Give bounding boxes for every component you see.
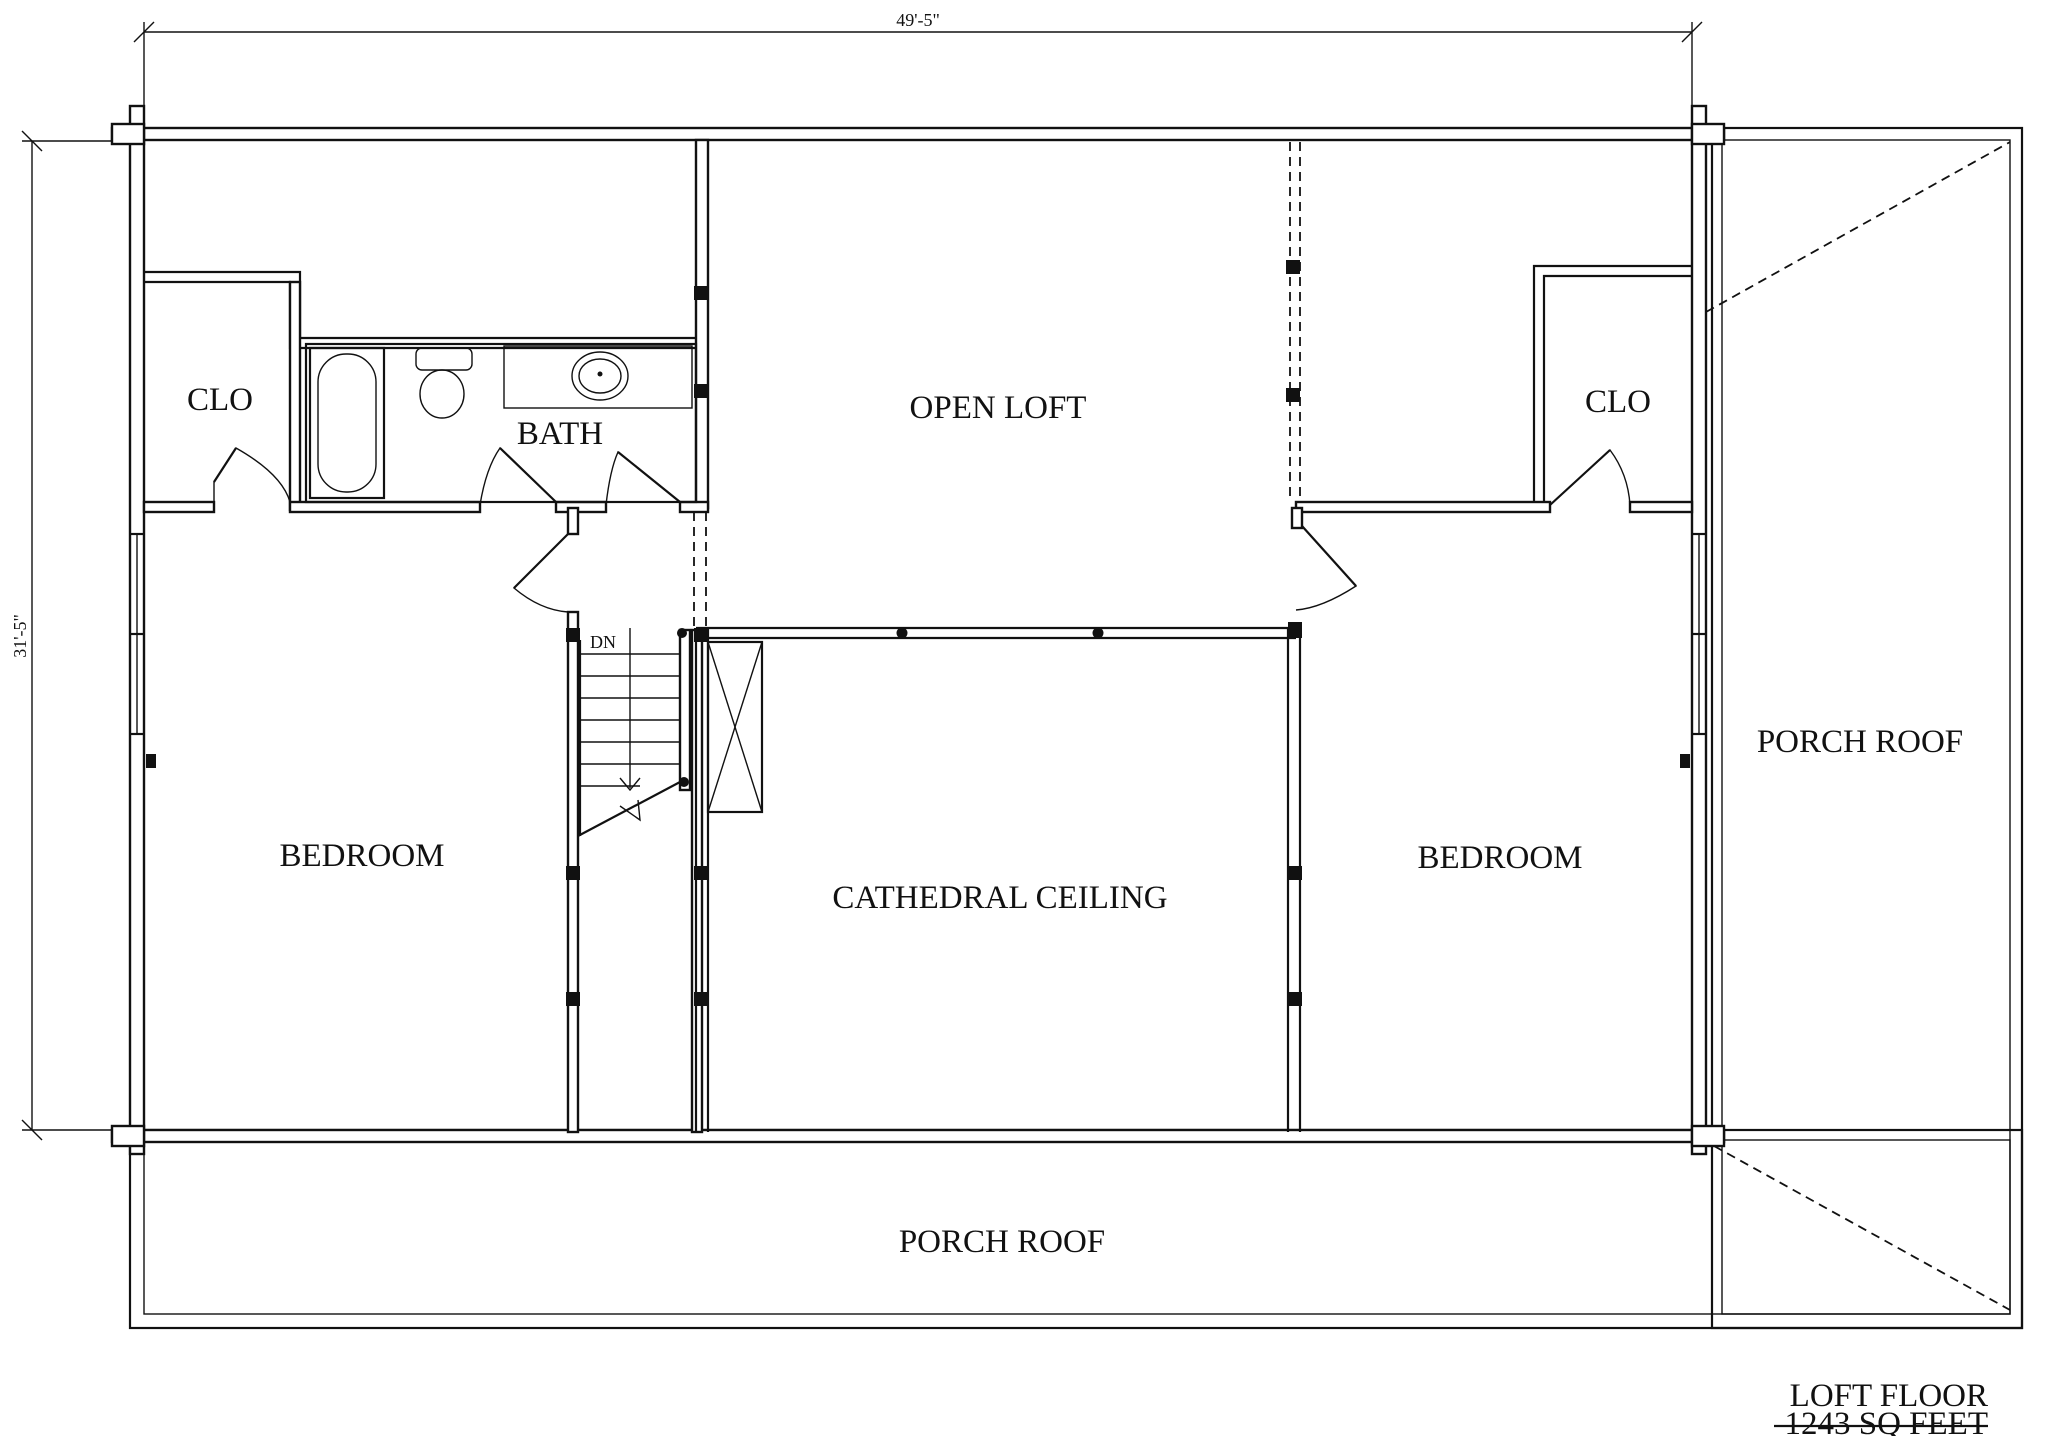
porch-roof-bottom-label: PORCH ROOF (899, 1224, 1105, 1260)
right-partitions (1286, 142, 1694, 611)
depth-dimension: 31'-5" (10, 130, 128, 1141)
cathedral-ceiling-label: CATHEDRAL CEILING (832, 880, 1167, 916)
staircase: DN (566, 628, 689, 1006)
clo-left-label: CLO (187, 382, 253, 418)
room-labels: CLO BATH OPEN LOFT CLO BEDROOM CATHEDRAL… (187, 382, 1963, 1260)
width-dimension-label: 49'-5" (896, 10, 940, 30)
exterior-walls (110, 104, 1726, 1156)
bedroom-right-label: BEDROOM (1417, 840, 1582, 876)
porch-roof-right-label: PORCH ROOF (1757, 724, 1963, 760)
bedroom-left-label: BEDROOM (279, 838, 444, 874)
depth-dimension-label: 31'-5" (10, 614, 30, 658)
left-partitions (142, 138, 710, 1134)
cathedral-opening (677, 286, 1302, 1132)
title-block: LOFT FLOOR 1243 SQ FEET (1774, 1378, 1988, 1436)
bath-fixtures (304, 342, 698, 504)
open-loft-label: OPEN LOFT (910, 390, 1087, 426)
width-dimension: 49'-5" (133, 10, 1703, 128)
title-line-2: 1243 SQ FEET (1784, 1406, 1988, 1436)
title-line-1: LOFT FLOOR (1790, 1378, 1988, 1414)
porch-roof-outline (128, 126, 2024, 1330)
bath-label: BATH (517, 416, 603, 452)
left-doors (213, 446, 681, 613)
clo-right-label: CLO (1585, 384, 1651, 420)
stairs-down-label: DN (590, 632, 616, 652)
